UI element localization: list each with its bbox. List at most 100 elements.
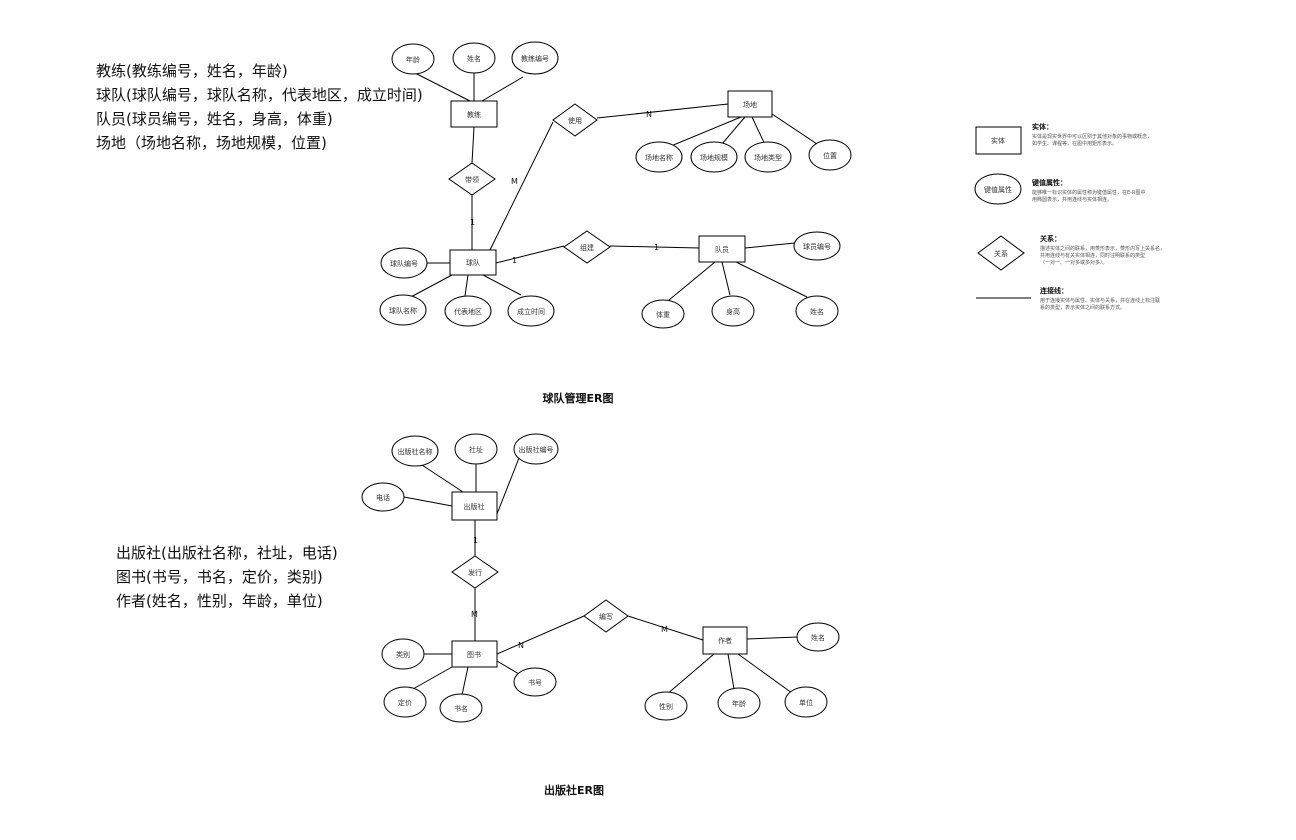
entity-label: 球队 bbox=[466, 258, 480, 267]
relationship-team-player[interactable]: 组建 bbox=[563, 230, 611, 264]
cardinality-label: M bbox=[511, 177, 518, 186]
edge bbox=[412, 71, 471, 102]
attribute-venue-type[interactable]: 场地类型 bbox=[744, 141, 792, 173]
cardinality-label: N bbox=[518, 641, 524, 650]
legend-sample: 实体 bbox=[991, 136, 1005, 145]
attribute-team-region[interactable]: 代表地区 bbox=[444, 295, 492, 327]
edge bbox=[496, 660, 520, 675]
attribute-author-age[interactable]: 年龄 bbox=[717, 687, 761, 719]
attribute-label: 体重 bbox=[656, 310, 670, 319]
entity-team[interactable]: 球队 bbox=[449, 249, 497, 276]
legend: 实体 实体： 实体是现实世界中可以区别于其他对象的事物或概念， 如学生、课程等，… bbox=[974, 122, 1165, 311]
attribute-book-category[interactable]: 类别 bbox=[381, 638, 425, 670]
attribute-author-sex[interactable]: 性别 bbox=[644, 691, 688, 721]
relationship-team-venue[interactable]: 使用 bbox=[552, 103, 598, 137]
schema-line: 教练(教练编号，姓名，年龄) bbox=[96, 62, 288, 80]
schema-line: 场地（场地名称，场地规模，位置) bbox=[96, 134, 327, 152]
relationship-label: 组建 bbox=[580, 243, 594, 252]
attribute-book-title[interactable]: 书名 bbox=[439, 693, 483, 723]
press-er-diagram: 出版社 图书 作者 发行 编写 出版社名称 社址 出版 bbox=[361, 433, 840, 797]
attribute-player-height[interactable]: 身高 bbox=[711, 295, 755, 327]
entity-label: 队员 bbox=[715, 245, 729, 254]
attribute-team-id[interactable]: 球队编号 bbox=[380, 247, 428, 279]
attribute-coach-age[interactable]: 年龄 bbox=[391, 43, 435, 75]
entity-coach[interactable]: 教练 bbox=[450, 100, 498, 128]
edge bbox=[627, 615, 704, 641]
relationship-coach-team[interactable]: 带领 bbox=[448, 162, 496, 196]
legend-desc: 并用连线与有关实体相连，同时注明联系的类型 bbox=[1040, 252, 1145, 259]
legend-title: 连接线： bbox=[1040, 286, 1068, 295]
legend-desc: 用于连接实体与属性、实体与关系，并在连线上标注联 bbox=[1040, 297, 1160, 304]
press-schema-text: 出版社(出版社名称，社址，电话) 图书(书号，书名，定价，类别) 作者(姓名，性… bbox=[116, 541, 338, 613]
attribute-press-phone[interactable]: 电话 bbox=[361, 482, 405, 512]
attribute-venue-position[interactable]: 位置 bbox=[808, 139, 852, 171]
attribute-press-code[interactable]: 出版社编号 bbox=[513, 433, 559, 465]
attribute-label: 场地规模 bbox=[700, 153, 728, 162]
attribute-label: 书名 bbox=[454, 704, 468, 713]
relationship-book-author[interactable]: 编写 bbox=[583, 599, 629, 633]
attribute-label: 年龄 bbox=[406, 55, 420, 64]
schema-line: 出版社(出版社名称，社址，电话) bbox=[116, 544, 338, 562]
attribute-book-price[interactable]: 定价 bbox=[383, 686, 427, 718]
attribute-label: 出版社编号 bbox=[519, 445, 554, 454]
attribute-press-name[interactable]: 出版社名称 bbox=[391, 435, 439, 467]
attribute-coach-name[interactable]: 姓名 bbox=[452, 42, 496, 74]
edge bbox=[609, 245, 700, 249]
attribute-label: 位置 bbox=[823, 151, 837, 160]
edge bbox=[727, 653, 735, 690]
diagram-caption: 出版社ER图 bbox=[544, 783, 604, 797]
edge bbox=[746, 636, 799, 640]
attribute-label: 年龄 bbox=[732, 699, 746, 708]
edge bbox=[765, 109, 821, 147]
edge bbox=[489, 121, 554, 251]
edge bbox=[662, 261, 716, 306]
attribute-label: 成立时间 bbox=[517, 307, 545, 316]
legend-title: 键值属性： bbox=[1031, 178, 1067, 187]
entity-label: 场地 bbox=[743, 100, 757, 109]
cardinality-label: 1 bbox=[470, 218, 475, 227]
edge bbox=[665, 653, 715, 696]
cardinality-label: 1 bbox=[512, 256, 517, 265]
edge bbox=[406, 274, 453, 300]
attribute-player-id[interactable]: 球员编号 bbox=[793, 231, 841, 261]
relationship-label: 使用 bbox=[568, 116, 582, 125]
attribute-label: 定价 bbox=[398, 698, 412, 707]
attribute-author-name[interactable]: 姓名 bbox=[796, 622, 840, 652]
attribute-label: 身高 bbox=[726, 307, 740, 316]
attribute-venue-size[interactable]: 场地规模 bbox=[690, 141, 738, 173]
legend-connector: 连接线： 用于连接实体与属性、实体与关系，并在连线上标注联 系的类型，表示实体之… bbox=[976, 286, 1160, 311]
legend-desc: 能够唯一标识实体的属性称为键值属性，在E-R图中 bbox=[1032, 189, 1145, 196]
attribute-team-founded[interactable]: 成立时间 bbox=[507, 295, 555, 327]
relationship-press-book[interactable]: 发行 bbox=[451, 555, 499, 589]
attribute-label: 代表地区 bbox=[454, 307, 482, 316]
edge bbox=[494, 457, 520, 520]
attribute-label: 姓名 bbox=[811, 633, 825, 642]
relationship-label: 发行 bbox=[468, 568, 482, 577]
attribute-label: 球队名称 bbox=[389, 306, 417, 315]
attribute-player-weight[interactable]: 体重 bbox=[641, 299, 685, 329]
attribute-label: 单位 bbox=[799, 698, 813, 707]
entity-press[interactable]: 出版社 bbox=[451, 491, 498, 521]
attribute-venue-name[interactable]: 场地名称 bbox=[635, 141, 683, 173]
schema-line: 图书(书号，书名，定价，类别) bbox=[116, 568, 323, 586]
attribute-author-unit[interactable]: 单位 bbox=[784, 686, 828, 718]
edge bbox=[744, 242, 796, 249]
edge bbox=[403, 496, 453, 507]
entity-book[interactable]: 图书 bbox=[451, 640, 498, 668]
legend-sample: 关系 bbox=[994, 249, 1008, 258]
attribute-press-address[interactable]: 社址 bbox=[454, 433, 498, 465]
entity-player[interactable]: 队员 bbox=[698, 235, 746, 263]
attribute-coach-id[interactable]: 教练编号 bbox=[511, 41, 559, 75]
entity-label: 出版社 bbox=[464, 502, 485, 511]
attribute-team-name[interactable]: 球队名称 bbox=[379, 294, 427, 326]
edge bbox=[461, 666, 469, 696]
entity-author[interactable]: 作者 bbox=[702, 626, 748, 655]
edge bbox=[481, 76, 524, 102]
attribute-book-id[interactable]: 书号 bbox=[513, 667, 557, 697]
entity-label: 图书 bbox=[467, 650, 481, 659]
legend-title: 实体： bbox=[1032, 122, 1053, 131]
attribute-player-name[interactable]: 姓名 bbox=[795, 295, 839, 327]
entity-venue[interactable]: 场地 bbox=[727, 90, 773, 118]
cardinality-label: M bbox=[471, 610, 478, 619]
relationship-label: 带领 bbox=[465, 175, 479, 184]
